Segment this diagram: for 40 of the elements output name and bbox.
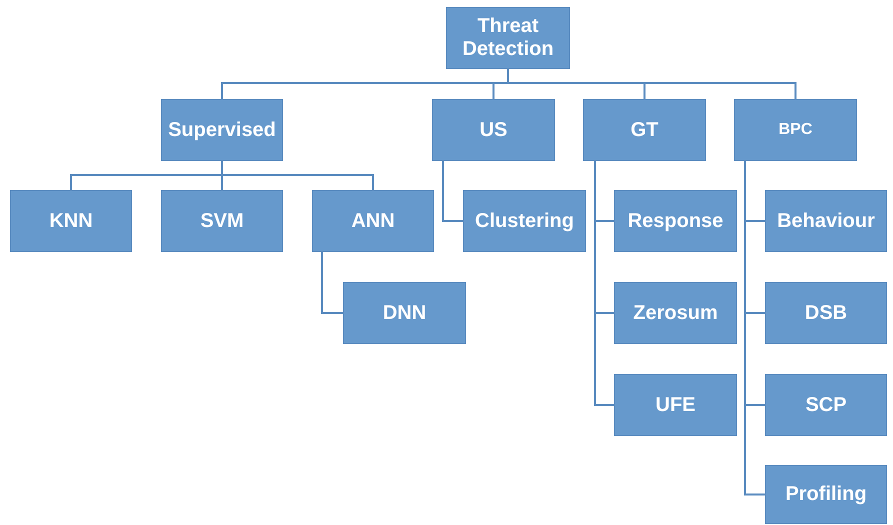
connector-line	[507, 69, 796, 99]
node-label: DSB	[804, 302, 848, 324]
node-label: Response	[628, 210, 724, 232]
node-label: DNN	[382, 302, 426, 324]
tree-box	[161, 190, 283, 252]
tree-box	[432, 99, 555, 161]
tree-box	[463, 190, 586, 252]
node-label: ANN	[351, 210, 395, 232]
node-label: Supervised	[168, 118, 276, 142]
node-label: Profiling	[785, 483, 867, 506]
tree-box	[10, 190, 132, 252]
tree-box	[765, 465, 887, 524]
tree-box	[765, 374, 887, 436]
tree-box	[583, 99, 706, 161]
connector-line	[221, 161, 374, 190]
tree-box	[614, 190, 737, 252]
node-label: KNN	[49, 210, 93, 232]
node-label: BPC	[778, 120, 812, 140]
connector-line	[744, 161, 765, 496]
node-label: Clustering	[475, 210, 574, 232]
tree-box	[734, 99, 857, 161]
node-label: Behaviour	[777, 210, 875, 232]
tree-box	[312, 190, 434, 252]
connector-line	[594, 161, 614, 406]
node-label: US	[480, 118, 508, 142]
node-label: SCP	[805, 394, 847, 416]
tree-box	[343, 282, 466, 344]
node-label: Threat Detection	[461, 15, 555, 61]
node-label: Zerosum	[633, 302, 718, 324]
tree-box	[614, 374, 737, 436]
node-label: GT	[630, 118, 658, 142]
tree-box	[161, 99, 283, 161]
tree-box	[765, 190, 887, 252]
node-label: UFE	[656, 394, 696, 416]
tree-box	[614, 282, 737, 344]
node-label: SVM	[200, 210, 244, 232]
connector-line	[321, 252, 343, 314]
tree-box	[765, 282, 887, 344]
connector-line	[442, 161, 463, 222]
tree-box	[446, 7, 570, 69]
